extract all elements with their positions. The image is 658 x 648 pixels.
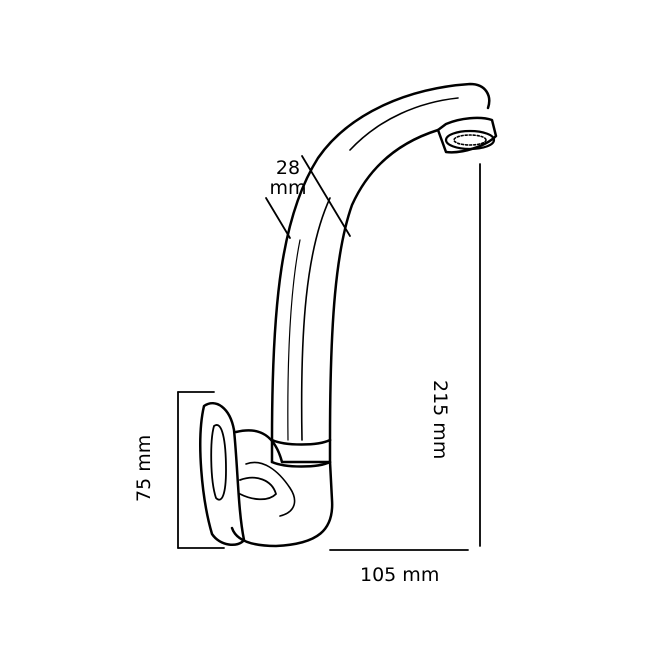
aerator-body bbox=[436, 116, 498, 154]
mixer-body-detail bbox=[245, 461, 296, 517]
collar-ring-top bbox=[270, 438, 332, 446]
spout-diameter-value: 28 bbox=[275, 157, 301, 179]
aerator-mesh bbox=[453, 134, 487, 146]
spout-diameter-unit: mm bbox=[269, 177, 307, 199]
aerator-outlet bbox=[444, 129, 496, 151]
spout-diameter-label: 28 mm bbox=[268, 158, 308, 198]
lever-handle bbox=[199, 402, 246, 547]
lever-pivot bbox=[239, 476, 277, 501]
total-height-label: 215 mm bbox=[429, 380, 451, 460]
spout-reflection-inner bbox=[287, 239, 301, 441]
lever-handle-slot bbox=[210, 424, 227, 501]
diameter-leader-right bbox=[301, 155, 351, 237]
spout-reflection bbox=[300, 197, 331, 441]
spout-inner-edge bbox=[328, 128, 440, 442]
spout-outer-edge bbox=[270, 82, 491, 442]
reach-label: 105 mm bbox=[360, 564, 440, 586]
collar-ring-bottom bbox=[270, 460, 332, 468]
mixer-body bbox=[230, 429, 334, 548]
diameter-leader-left bbox=[265, 197, 291, 239]
base-height-label: 75 mm bbox=[133, 434, 155, 502]
spout-top-highlight bbox=[349, 97, 459, 151]
